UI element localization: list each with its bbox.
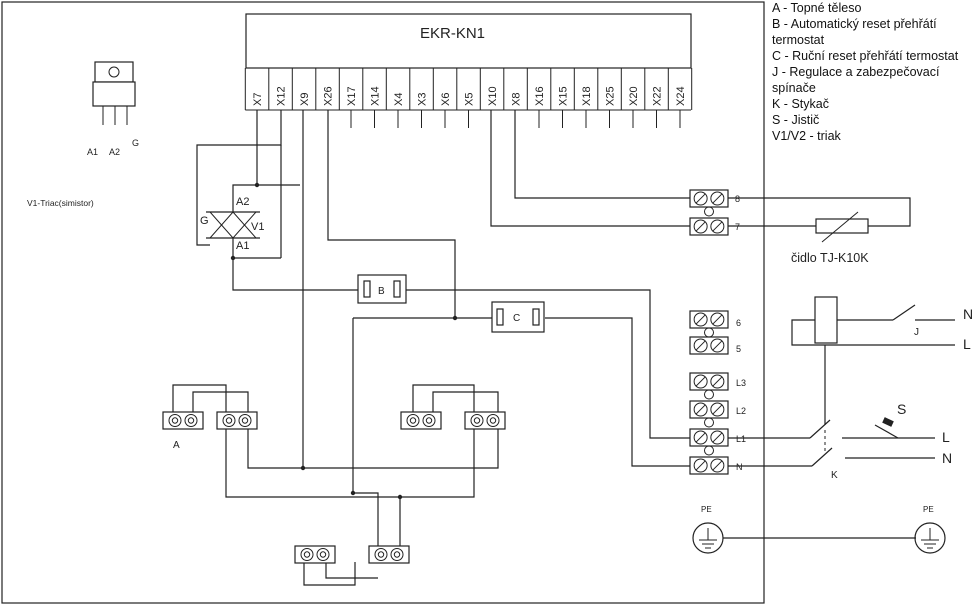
pe-right-label: PE	[923, 505, 934, 514]
module-pin-label: X12	[276, 86, 288, 106]
terminal-blocks	[689, 189, 729, 475]
terminal-7-label: 7	[735, 222, 740, 232]
triac-a2-label: A2	[236, 196, 249, 208]
legend-item-a: A - Topné těleso	[772, 1, 862, 15]
module-pin-label: X16	[534, 86, 546, 106]
ground-left-icon	[692, 522, 724, 554]
triac-caption: V1-Triac(simistor)	[27, 198, 94, 208]
module-pin-label: X20	[628, 86, 640, 106]
module-pin-label: X7	[252, 93, 264, 106]
triac-package-icon	[92, 61, 136, 125]
thermostat-c	[491, 301, 545, 333]
legend-item-j: J - Regulace a zabezpečovací spínače	[772, 65, 940, 95]
module-pin-label: X26	[323, 86, 335, 106]
ext-j-label: J	[914, 327, 919, 338]
module-pin-label: X14	[370, 86, 382, 106]
module-pin-label: X17	[346, 86, 358, 106]
terminal-l1-label: L1	[736, 434, 746, 444]
module-pins: X7 X12 X9 X26 X17 X14 X4 X3 X6 X5 X10 X8 X16 X15 X18 X2…	[244, 68, 693, 128]
triac-v1-label: V1	[251, 221, 264, 233]
terminal-5-label: 5	[736, 344, 741, 354]
terminal-l3-label: L3	[736, 378, 746, 388]
terminal-8-label: 8	[735, 194, 740, 204]
terminal-6-label: 6	[736, 318, 741, 328]
legend-item-k: K - Stykač	[772, 97, 829, 111]
thermostat-b	[357, 274, 407, 304]
wires	[172, 110, 955, 586]
module-pin-label: X24	[675, 86, 687, 106]
legend-item-s: S - Jistič	[772, 113, 820, 127]
triac-a1-label: A1	[236, 240, 249, 252]
pkg-pin-a1: A1	[87, 147, 98, 157]
sensor-label: čidlo TJ-K10K	[791, 251, 869, 265]
module-pin-label: X3	[417, 93, 429, 106]
module-pin-label: X4	[393, 93, 405, 106]
heater-label: A	[173, 440, 180, 451]
module-pin-label: X18	[581, 86, 593, 106]
legend: A - Topné těleso B - Automatický reset p…	[772, 0, 972, 144]
legend-item-c: C - Ruční reset přehřátí termostat	[772, 49, 959, 63]
legend-item-b: B - Automatický reset přehřátí termostat	[772, 17, 937, 47]
legend-item-v: V1/V2 - triak	[772, 129, 841, 143]
module-pin-label: X8	[511, 93, 523, 106]
module-title: EKR-KN1	[420, 25, 485, 42]
ext-n-mid: N	[942, 450, 952, 466]
pe-left-label: PE	[701, 505, 712, 514]
module-pin-label: X25	[605, 86, 617, 106]
ext-l-top: L	[963, 336, 971, 352]
triac-v1-icon	[206, 195, 260, 245]
module-pin-label: X22	[652, 86, 664, 106]
pkg-pin-g: G	[132, 138, 139, 148]
module-pin-label: X9	[299, 93, 311, 106]
module-pin-label: X10	[487, 86, 499, 106]
pkg-pin-a2: A2	[109, 147, 120, 157]
terminal-l2-label: L2	[736, 406, 746, 416]
thermostat-c-label: C	[513, 313, 520, 324]
module-pin-label: X5	[464, 93, 476, 106]
ext-k-label: K	[831, 470, 838, 481]
ext-n-top: N	[963, 306, 973, 322]
ground-right-icon	[914, 522, 946, 554]
thermostat-b-label: B	[378, 286, 385, 297]
terminal-n-label: N	[736, 462, 743, 472]
module-pin-label: X6	[440, 93, 452, 106]
ext-s-label: S	[897, 401, 906, 417]
heater-blocks	[162, 411, 506, 564]
panel-frame	[1, 1, 765, 604]
module-pin-label: X15	[558, 86, 570, 106]
triac-g-label: G	[200, 215, 209, 227]
module-box	[245, 13, 692, 69]
ext-l-mid: L	[942, 429, 950, 445]
